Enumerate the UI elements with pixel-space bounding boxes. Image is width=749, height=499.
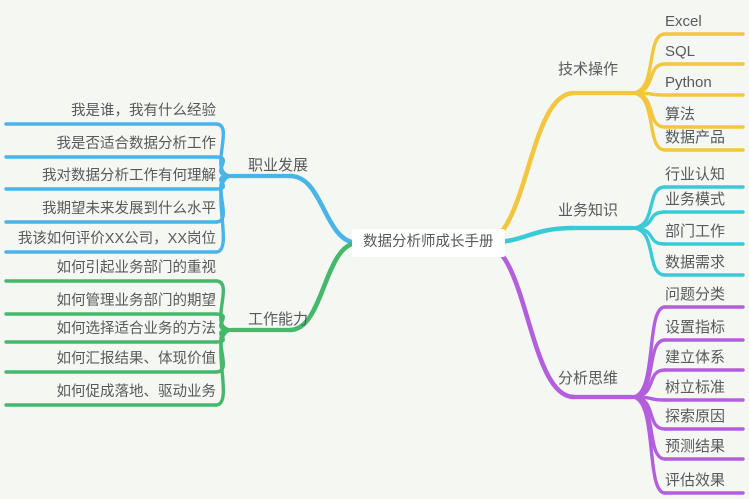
leaf-business-knowledge-2[interactable]: 部门工作 [665,223,726,240]
leaf-business-knowledge-1[interactable]: 业务模式 [665,191,726,208]
leaf-work-ability-2[interactable]: 如何选择适合业务的方法 [56,321,217,337]
branch-label-business-knowledge[interactable]: 业务知识 [558,202,619,219]
leaf-career-4[interactable]: 我该如何评价XX公司，XX岗位 [17,231,216,247]
leaf-work-ability-3[interactable]: 如何汇报结果、体现价值 [56,351,217,367]
leaf-career-0[interactable]: 我是谁，我有什么经验 [71,103,216,119]
leaf-analytic-thinking-3[interactable]: 树立标准 [665,379,726,396]
leaf-tech-skills-4[interactable]: 数据产品 [665,129,726,146]
leaf-work-ability-1[interactable]: 如何管理业务部门的期望 [56,293,217,309]
branch-label-career[interactable]: 职业发展 [248,157,309,174]
leaf-career-1[interactable]: 我是否适合数据分析工作 [56,136,217,152]
branch-label-tech-skills[interactable]: 技术操作 [558,61,619,78]
leaf-work-ability-0[interactable]: 如何引起业务部门的重视 [56,260,217,276]
center-node[interactable]: 数据分析师成长手册 [352,229,505,257]
leaf-career-2[interactable]: 我对数据分析工作有何理解 [42,168,216,184]
branch-label-work-ability[interactable]: 工作能力 [248,311,309,328]
leaf-analytic-thinking-2[interactable]: 建立体系 [665,349,726,366]
leaf-career-3[interactable]: 我期望未来发展到什么水平 [42,201,216,217]
leaf-tech-skills-3[interactable]: 算法 [665,106,696,123]
leaf-analytic-thinking-6[interactable]: 评估效果 [665,472,726,489]
leaf-analytic-thinking-5[interactable]: 预测结果 [665,438,726,455]
leaf-tech-skills-1[interactable]: SQL [665,43,696,60]
leaf-work-ability-4[interactable]: 如何促成落地、驱动业务 [56,384,217,400]
branch-label-analytic-thinking[interactable]: 分析思维 [558,370,619,387]
leaf-business-knowledge-3[interactable]: 数据需求 [665,254,726,271]
leaf-analytic-thinking-4[interactable]: 探索原因 [665,408,726,425]
leaf-tech-skills-2[interactable]: Python [665,74,712,91]
leaf-analytic-thinking-0[interactable]: 问题分类 [665,286,726,303]
leaf-business-knowledge-0[interactable]: 行业认知 [665,166,726,183]
leaf-tech-skills-0[interactable]: Excel [665,13,702,30]
leaf-analytic-thinking-1[interactable]: 设置指标 [665,319,726,336]
